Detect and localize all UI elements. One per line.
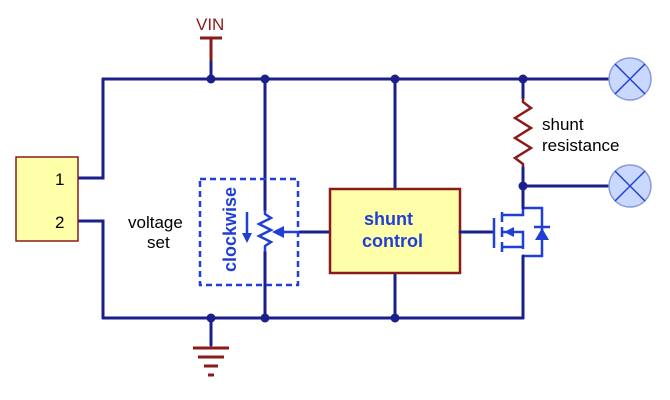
- lamp-icon: [608, 164, 652, 208]
- voltage-set-label-line2: set: [147, 233, 170, 252]
- vin-power-icon: [200, 36, 222, 62]
- clockwise-label: clockwise: [220, 187, 240, 272]
- connector-pin-1: 1: [55, 170, 64, 189]
- junction-dot: [260, 74, 270, 84]
- mosfet-icon: [492, 206, 550, 258]
- shunt-resistance-label-line2: resistance: [542, 136, 619, 155]
- connector-block: [15, 156, 79, 242]
- junction-dot: [260, 313, 270, 323]
- shunt-control-block: [328, 187, 462, 275]
- lamp-icon: [608, 57, 652, 101]
- voltage-set-label-line1: voltage: [128, 213, 183, 232]
- shunt-control-label-line2: control: [362, 231, 423, 251]
- ground-icon: [193, 346, 229, 377]
- connector-pin-2: 2: [55, 213, 64, 232]
- shunt-control-label-line1: shunt: [364, 209, 413, 229]
- shunt-resistance-label-line1: shunt: [542, 115, 584, 134]
- resistor-icon: [512, 98, 534, 168]
- pot-dashed-box: [198, 177, 300, 287]
- vin-label: VIN: [196, 15, 224, 34]
- potentiometer-icon: [256, 210, 300, 252]
- junction-dot: [518, 181, 528, 191]
- junction-dot: [390, 74, 400, 84]
- junction-dot: [390, 313, 400, 323]
- junction-dot: [206, 74, 216, 84]
- junction-dot: [518, 74, 528, 84]
- clockwise-arrow-icon: [242, 212, 252, 243]
- junction-dot: [206, 313, 216, 323]
